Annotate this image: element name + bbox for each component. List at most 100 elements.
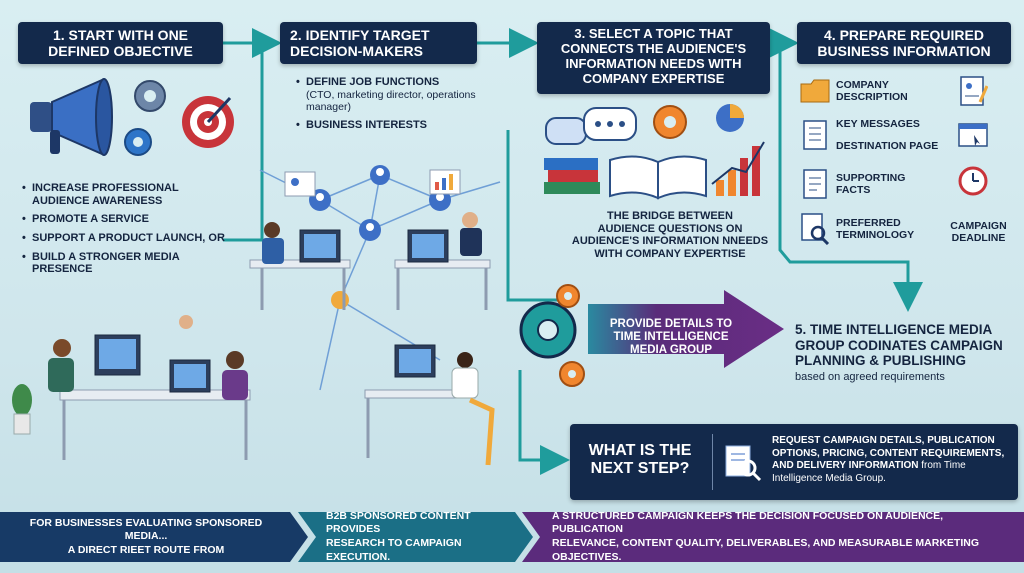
company-description-item: Company description — [800, 76, 930, 106]
next-step-detail-bold: Request campaign details, publication op… — [772, 435, 1005, 471]
bridge-line-2: audience questions on — [597, 222, 743, 235]
profile-document-icon — [958, 76, 988, 106]
plant-icon — [12, 384, 32, 435]
next-step-detail-plain: from Time Intelligence Media Group. — [772, 460, 966, 484]
workstation-left-top — [249, 222, 351, 310]
folder-icon — [800, 76, 830, 106]
workstation-right-bottom — [364, 344, 495, 466]
workstation-left-bottom — [48, 315, 251, 460]
business-interests-item: Business interests — [296, 119, 511, 132]
banner-3-text: A structured campaign keeps the decision… — [522, 510, 1024, 565]
search-document-icon — [724, 444, 764, 487]
bar-chart-icon — [711, 141, 765, 196]
step-4-line-1: 4. Prepare required — [824, 27, 984, 43]
bridge-line-4: with company expertise — [594, 247, 746, 260]
objectives-list: Increase professional audience awareness… — [22, 182, 232, 282]
chat-bubble-icon — [545, 107, 637, 145]
connector-4-to-5 — [778, 48, 923, 312]
objective-item: Build a stronger media presence — [22, 251, 232, 276]
step-3-line-4: company expertise — [582, 70, 725, 86]
megaphone-icon — [30, 78, 113, 156]
supporting-facts-label: Supporting facts — [836, 171, 906, 196]
step-2-line-1: 2. Identify target — [290, 27, 430, 43]
step-3-line-3: information needs with — [565, 55, 742, 71]
clock-icon — [958, 166, 988, 196]
banner-3-line-2: relevance, content quality, deliverables… — [552, 537, 980, 563]
document-icon — [800, 169, 830, 199]
open-book-icon — [609, 155, 707, 200]
provide-details-text: Provide details to Time Intelligence Med… — [609, 318, 733, 357]
banner-3-line-1: A structured campaign keeps the decision… — [552, 509, 944, 536]
banner-3: A structured campaign keeps the decision… — [522, 510, 1024, 565]
connector-to-next — [518, 370, 570, 475]
campaign-deadline-item: Campaign deadline — [942, 220, 1015, 244]
next-step-detail: Request campaign details, publication op… — [772, 435, 1012, 485]
banner-2: B2B sponsored content provides research … — [298, 510, 533, 565]
banner-1: For businesses evaluating sponsored medi… — [0, 512, 308, 562]
step-1-illustration — [30, 78, 234, 156]
key-messages-labels: Key messages Destination page — [836, 118, 938, 152]
step-5-title: 5. Time Intelligence Media Group codinat… — [795, 322, 1003, 369]
preferred-terminology-label: Preferred terminology — [836, 216, 915, 241]
step-3-illustration — [544, 104, 765, 200]
step-2-line-2: decision-makers — [290, 43, 424, 60]
provide-details-arrow — [588, 290, 784, 368]
step-3-line-2: connects the audience's — [560, 40, 747, 56]
chart-card-icon — [429, 169, 461, 195]
banner-1-line-1: For businesses evaluating sponsored medi… — [29, 516, 263, 543]
office-illustration — [12, 165, 501, 466]
browser-window-icon — [958, 120, 988, 150]
banner-1-text: For businesses evaluating sponsored medi… — [0, 517, 280, 558]
target-icon — [182, 96, 234, 148]
b2b-node-icon — [331, 291, 349, 309]
step-5: 5. Time Intelligence Media Group codinat… — [795, 322, 1024, 383]
step-3-title: 3. Select a topic that connects the audi… — [537, 22, 770, 94]
job-functions-examples: (CTO, marketing director, operations man… — [306, 88, 476, 113]
banner-1-line-2: a direct rieet route from — [67, 543, 225, 556]
key-messages-label: Key messages — [836, 118, 920, 130]
banner-2-line-2: research to campaign execution. — [326, 537, 462, 563]
objective-item: Promote a service — [22, 213, 232, 226]
next-step-question: What is the next step? — [588, 442, 692, 478]
gear-icon — [653, 105, 687, 139]
profile-card-icon — [284, 171, 316, 197]
job-functions-label: Define job functions — [306, 76, 440, 88]
banner-2-text: B2B sponsored content provides research … — [298, 510, 533, 565]
books-icon — [544, 158, 600, 194]
step-4-title: 4. Prepare required business information — [797, 22, 1011, 64]
connector-1-down — [223, 43, 264, 242]
destination-page-label: Destination page — [836, 140, 939, 153]
business-info-grid: Company description Key messages Destina… — [800, 74, 1015, 254]
preferred-terminology-item: Preferred terminology — [800, 213, 940, 245]
gears-cluster — [519, 284, 585, 387]
user-node-icon — [370, 165, 390, 185]
bridge-caption: The bridge between audience questions on… — [560, 210, 780, 261]
magnifier-document-icon — [800, 213, 830, 245]
gear-icon — [556, 284, 580, 308]
bridge-line-1: The bridge between — [607, 210, 733, 222]
objective-item: Support a product launch, or — [22, 232, 232, 245]
objective-item: Increase professional audience awareness — [22, 182, 232, 207]
step-1-title: 1. Start with one defined objective — [18, 22, 223, 64]
step-2-title: 2. Identify target decision-makers — [280, 22, 477, 64]
gear-icon — [559, 361, 585, 387]
checklist-icon — [800, 120, 830, 150]
gear-icon — [519, 301, 577, 359]
step-5-subtitle: based on agreed requirements — [795, 370, 945, 383]
connector-2-down — [506, 130, 560, 302]
step-4-line-2: business information — [817, 43, 991, 60]
step-3-line-1: 3. Select a topic that — [574, 26, 733, 41]
supporting-facts-item: Supporting facts — [800, 169, 940, 199]
gear-icon — [124, 128, 152, 156]
step-1-line-1: 1. Start with one — [52, 27, 189, 43]
decision-makers-list: Define job functions (CTO, marketing dir… — [296, 76, 511, 137]
pie-chart-icon — [716, 104, 744, 132]
step-1-line-2: defined objective — [48, 43, 193, 60]
job-functions-item: Define job functions (CTO, marketing dir… — [296, 76, 511, 113]
key-messages-item: Key messages Destination page — [800, 118, 950, 152]
user-node-icon — [359, 219, 381, 241]
workstation-right-top — [394, 212, 491, 310]
bridge-line-3: audience's information nneeds — [571, 235, 769, 248]
